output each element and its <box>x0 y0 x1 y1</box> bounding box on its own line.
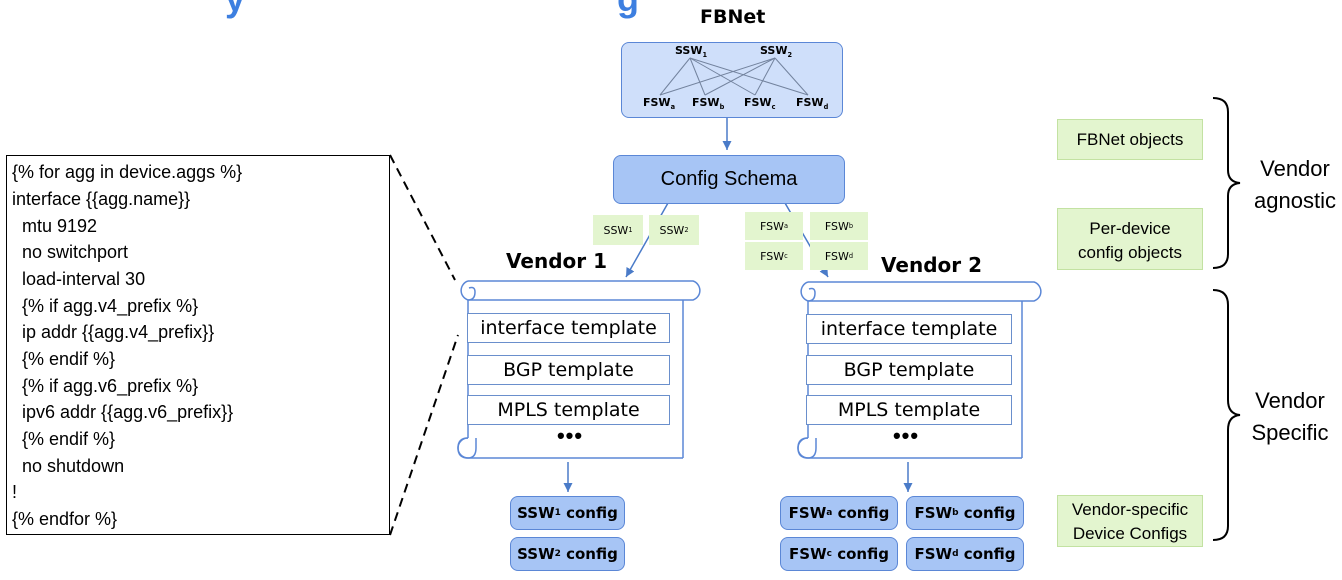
vendor2-more: ••• <box>892 423 920 448</box>
fbnet-bottom-node: FSWd <box>796 96 829 112</box>
code-line: {% if agg.v4_prefix %} <box>12 296 199 316</box>
code-line: ipv6 addr {{agg.v6_prefix}} <box>12 402 234 422</box>
fbnet-bottom-node: FSWb <box>692 96 725 112</box>
fbnet-bottom-node: FSWc <box>744 96 776 112</box>
code-line: {% for agg in device.aggs %} <box>12 162 243 182</box>
vendor2-interface-template: interface template <box>806 314 1012 344</box>
fbnet-top-node: SSW2 <box>760 44 793 60</box>
legend-vendor-specific-configs: Vendor-specific Device Configs <box>1057 495 1203 547</box>
heading-fragment-2: g <box>617 0 639 20</box>
code-line: no shutdown <box>12 456 125 476</box>
vendor1-bgp-template: BGP template <box>467 355 670 385</box>
vendor-specific-label: Vendor Specific <box>1251 388 1329 445</box>
legend-per-device-config: Per-device config objects <box>1057 208 1203 270</box>
vendor1-mpls-template: MPLS template <box>467 395 670 425</box>
code-line: {% if agg.v6_prefix %} <box>12 376 199 396</box>
vendor1-interface-template: interface template <box>467 313 670 343</box>
vendor2-mpls-template: MPLS template <box>806 395 1012 425</box>
vendor2-bgp-template: BGP template <box>806 355 1012 385</box>
vendor1-more: ••• <box>556 423 584 448</box>
code-line: load-interval 30 <box>12 269 146 289</box>
zoom-line-top <box>389 154 456 281</box>
vendor1-title: Vendor 1 <box>506 249 607 273</box>
code-line: ip addr {{agg.v4_prefix}} <box>12 322 215 342</box>
config-schema-box: Config Schema <box>613 155 845 204</box>
brace-vendor-agnostic <box>1212 97 1241 269</box>
heading-fragment: y <box>225 0 245 20</box>
code-line: mtu 9192 <box>12 216 98 236</box>
fbnet-bottom-node: FSWa <box>643 96 676 112</box>
fbnet-title: FBNet <box>700 6 766 28</box>
zoom-line-bottom <box>389 334 459 536</box>
fbnet-box <box>621 42 843 118</box>
template-code-box: {% for agg in device.aggs %} interface {… <box>6 155 390 535</box>
code-line: ! <box>12 482 18 502</box>
vendor-agnostic-label: Vendor agnostic <box>1254 156 1336 213</box>
code-line: {% endif %} <box>12 429 116 449</box>
fbnet-top-node: SSW1 <box>675 44 708 60</box>
vendor2-title: Vendor 2 <box>881 253 982 277</box>
code-line: {% endif %} <box>12 349 116 369</box>
code-line: no switchport <box>12 242 129 262</box>
code-line: {% endfor %} <box>12 509 118 529</box>
code-line: interface {{agg.name}} <box>12 189 191 209</box>
brace-vendor-specific <box>1212 289 1241 541</box>
legend-fbnet-objects: FBNet objects <box>1057 119 1203 160</box>
